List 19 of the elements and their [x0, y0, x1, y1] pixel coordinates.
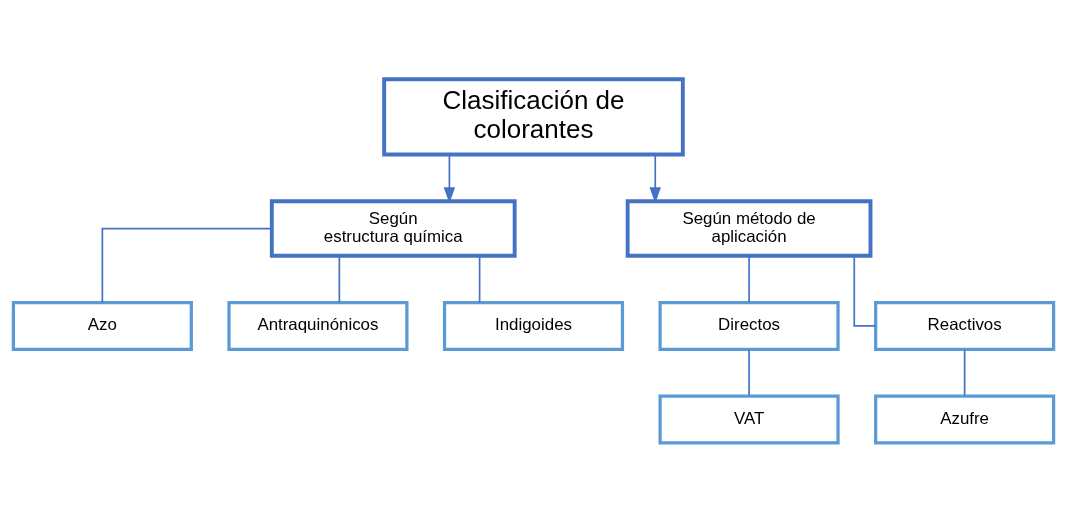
arrow: [443, 153, 456, 204]
node-box: Reactivos: [874, 300, 1056, 351]
node-box: Directos: [658, 300, 840, 351]
node-box: Clasificación de colorantes: [382, 76, 685, 156]
connector: [338, 254, 341, 303]
node-box: Según método de aplicación: [625, 198, 873, 258]
connector: [963, 348, 966, 396]
arrow: [649, 153, 661, 204]
node-box: Según estructura química: [269, 198, 517, 258]
connector: [748, 348, 750, 396]
node-box: Azo: [11, 300, 193, 351]
connector: [101, 227, 273, 303]
node-box: Antraquinónicos: [227, 300, 409, 351]
connector: [853, 254, 877, 327]
node-box: Azufre: [874, 393, 1056, 444]
connector: [478, 254, 481, 303]
node-box: Indigoides: [442, 300, 625, 351]
node-box: VAT: [658, 393, 840, 444]
connector: [748, 254, 750, 303]
